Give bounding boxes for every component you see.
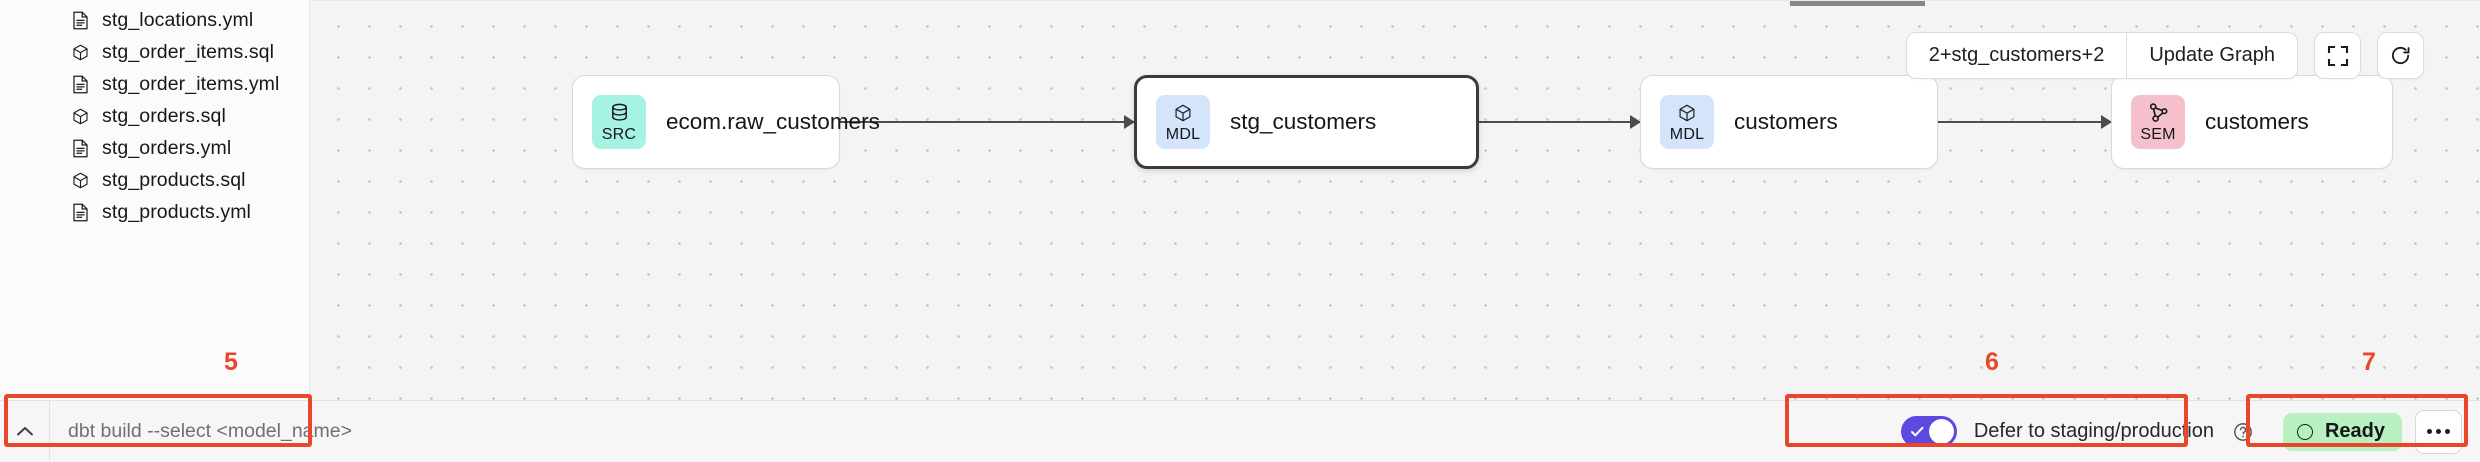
graph-edge: [1479, 115, 1641, 129]
file-icon: [73, 11, 88, 29]
graph-node[interactable]: MDL customers: [1640, 75, 1938, 169]
chevron-up-icon[interactable]: [0, 401, 50, 462]
file-list-item[interactable]: stg_orders.yml: [0, 132, 309, 164]
file-list-item[interactable]: stg_locations.yml: [0, 4, 309, 36]
node-type-label: MDL: [1669, 125, 1705, 143]
question-circle-icon[interactable]: [2233, 422, 2253, 442]
semantic-icon: [2146, 102, 2170, 125]
file-icon: [73, 139, 88, 157]
command-bar: dbt build --select <model_name>: [0, 401, 352, 462]
toggle-knob: [1928, 419, 1954, 444]
arrow-head-icon: [1630, 115, 1641, 129]
graph-node[interactable]: SEM customers: [2111, 75, 2393, 169]
file-icon: [73, 75, 88, 93]
node-name: customers: [2205, 109, 2309, 134]
graph-node[interactable]: MDL stg_customers: [1134, 75, 1479, 169]
file-list-item[interactable]: stg_products.yml: [0, 196, 309, 228]
file-list: stg_locations.yml stg_order_items.sql stg_…: [0, 4, 309, 228]
node-type-badge: MDL: [1156, 95, 1210, 149]
file-name: stg_products.sql: [102, 168, 246, 191]
file-name: stg_products.yml: [102, 200, 251, 223]
arrow-head-icon: [2101, 115, 2112, 129]
graph-edge: [1938, 115, 2112, 129]
file-list-item[interactable]: stg_orders.sql: [0, 100, 309, 132]
ellipsis-icon[interactable]: [2415, 409, 2462, 454]
toolbar-divider: [2126, 33, 2128, 78]
database-icon: [608, 102, 631, 125]
graph-node[interactable]: SRC ecom.raw_customers: [572, 75, 880, 169]
cube-icon: [1679, 104, 1695, 122]
arrow-head-icon: [1124, 115, 1135, 129]
cube-icon: [1174, 102, 1192, 125]
cube-icon: [73, 108, 88, 124]
defer-toggle-group: Defer to staging/production: [1887, 401, 2267, 462]
file-list-item[interactable]: stg_order_items.sql: [0, 36, 309, 68]
node-type-label: SRC: [601, 125, 637, 143]
node-name: customers: [1734, 109, 1838, 134]
file-list-item[interactable]: stg_order_items.yml: [0, 68, 309, 100]
circle-icon: [2296, 423, 2313, 440]
defer-toggle[interactable]: [1900, 416, 1957, 447]
refresh-icon[interactable]: [2377, 32, 2424, 79]
ready-group: Ready: [2267, 409, 2462, 454]
node-type-label: SEM: [2140, 125, 2176, 143]
check-icon: [1910, 425, 1925, 443]
graph-edge: [840, 115, 1135, 129]
graph-selector-input[interactable]: 2+stg_customers+2: [1928, 44, 2105, 66]
status-bar: Defer to staging/production Ready: [352, 401, 2480, 462]
file-name: stg_order_items.yml: [102, 72, 280, 95]
node-name: ecom.raw_customers: [666, 109, 880, 134]
cube-icon: [1175, 104, 1191, 122]
file-name: stg_order_items.sql: [102, 40, 275, 63]
file-name: stg_orders.yml: [102, 136, 232, 159]
file-explorer-sidebar: stg_locations.yml stg_order_items.sql stg_…: [0, 0, 310, 400]
update-graph-button[interactable]: Update Graph: [2149, 44, 2275, 66]
active-tab-indicator: [1790, 1, 1925, 6]
defer-label: Defer to staging/production: [1973, 420, 2214, 442]
node-type-badge: SRC: [592, 95, 646, 149]
node-type-badge: SEM: [2131, 95, 2185, 149]
graph-selector-group: 2+stg_customers+2 Update Graph: [1905, 32, 2298, 79]
node-type-badge: MDL: [1660, 95, 1714, 149]
status-badge[interactable]: Ready: [2282, 412, 2402, 451]
graph-toolbar: 2+stg_customers+2 Update Graph: [1905, 32, 2424, 79]
bottom-bar: dbt build --select <model_name> Defer to…: [0, 400, 2480, 462]
lineage-graph-canvas[interactable]: 2+stg_customers+2 Update Graph: [310, 0, 2480, 400]
file-list-item[interactable]: stg_products.sql: [0, 164, 309, 196]
file-name: stg_orders.sql: [102, 104, 226, 127]
file-name: stg_locations.yml: [102, 8, 254, 31]
status-label: Ready: [2324, 420, 2385, 442]
cube-icon: [1678, 102, 1696, 125]
cube-icon: [73, 172, 88, 188]
file-icon: [73, 203, 88, 221]
node-name: stg_customers: [1230, 109, 1377, 134]
node-type-label: MDL: [1165, 125, 1201, 143]
cube-icon: [73, 44, 88, 60]
main-body: stg_locations.yml stg_order_items.sql stg_…: [0, 0, 2480, 400]
expand-icon[interactable]: [2314, 32, 2361, 79]
command-input[interactable]: dbt build --select <model_name>: [50, 401, 352, 462]
